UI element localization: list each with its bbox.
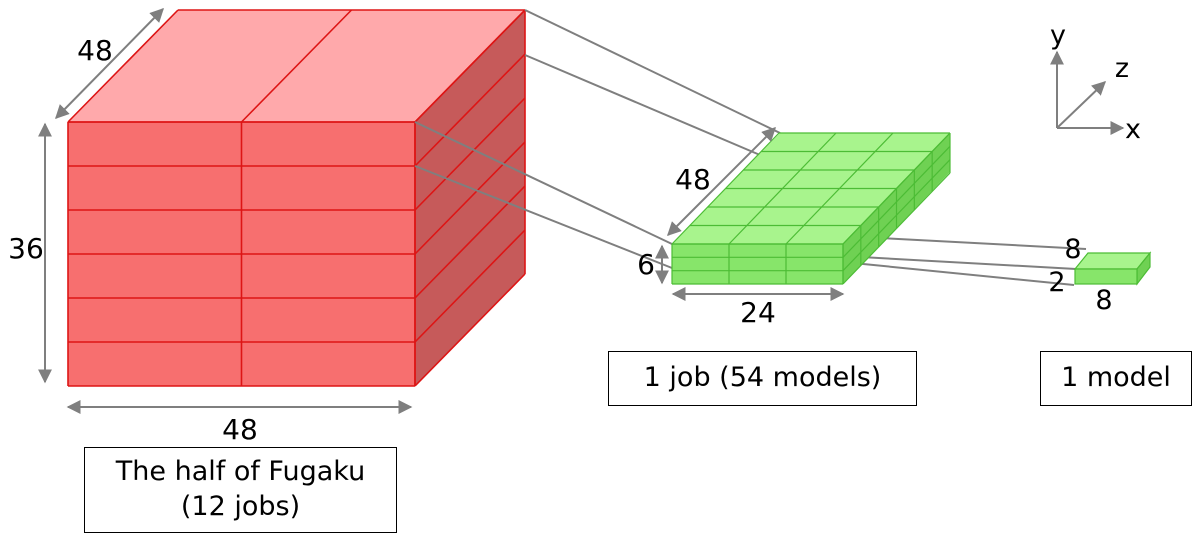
half-fugaku-caption-line1: The half of Fugaku — [115, 456, 366, 488]
job-height-label: 6 — [637, 248, 655, 281]
side-row-line — [414, 141, 526, 255]
half-fugaku-caption-line2: (12 jobs) — [180, 491, 301, 522]
x-axis-label: x — [1125, 114, 1141, 145]
side-row-line — [414, 97, 526, 211]
model-width-label: 8 — [1095, 285, 1112, 316]
half-fugaku-block — [67, 9, 526, 387]
y-axis-label: y — [1050, 20, 1066, 51]
model-depth-label: 8 — [1064, 234, 1081, 265]
z-axis-arrow — [1056, 81, 1107, 129]
job-caption: 1 job (54 models) — [608, 351, 917, 406]
job-caption-text: 1 job (54 models) — [643, 362, 882, 394]
job-front-face — [672, 244, 843, 284]
model-block — [1073, 251, 1152, 286]
big-depth-arrow — [55, 8, 164, 119]
model-height-label: 2 — [1048, 267, 1065, 298]
top-col-line — [414, 9, 526, 123]
side-row-line — [414, 185, 526, 299]
side-row-line — [414, 53, 526, 167]
big-depth-label: 48 — [77, 34, 113, 67]
big-width-label: 48 — [222, 413, 258, 446]
model-front-face — [1074, 268, 1138, 285]
job-depth-arrow — [667, 127, 776, 236]
model-caption-text: 1 model — [1061, 362, 1171, 394]
job-depth-label: 48 — [675, 163, 711, 196]
side-row-line — [414, 229, 526, 343]
model-caption: 1 model — [1040, 351, 1192, 406]
top-col-line — [240, 9, 353, 123]
side-row-line — [414, 273, 526, 387]
half-fugaku-caption: The half of Fugaku (12 jobs) — [84, 447, 397, 533]
big-height-label: 36 — [8, 232, 44, 265]
z-axis-label: z — [1115, 53, 1129, 84]
axis-indicator — [1050, 50, 1125, 135]
job-block — [671, 132, 951, 285]
job-width-label: 24 — [740, 296, 776, 329]
